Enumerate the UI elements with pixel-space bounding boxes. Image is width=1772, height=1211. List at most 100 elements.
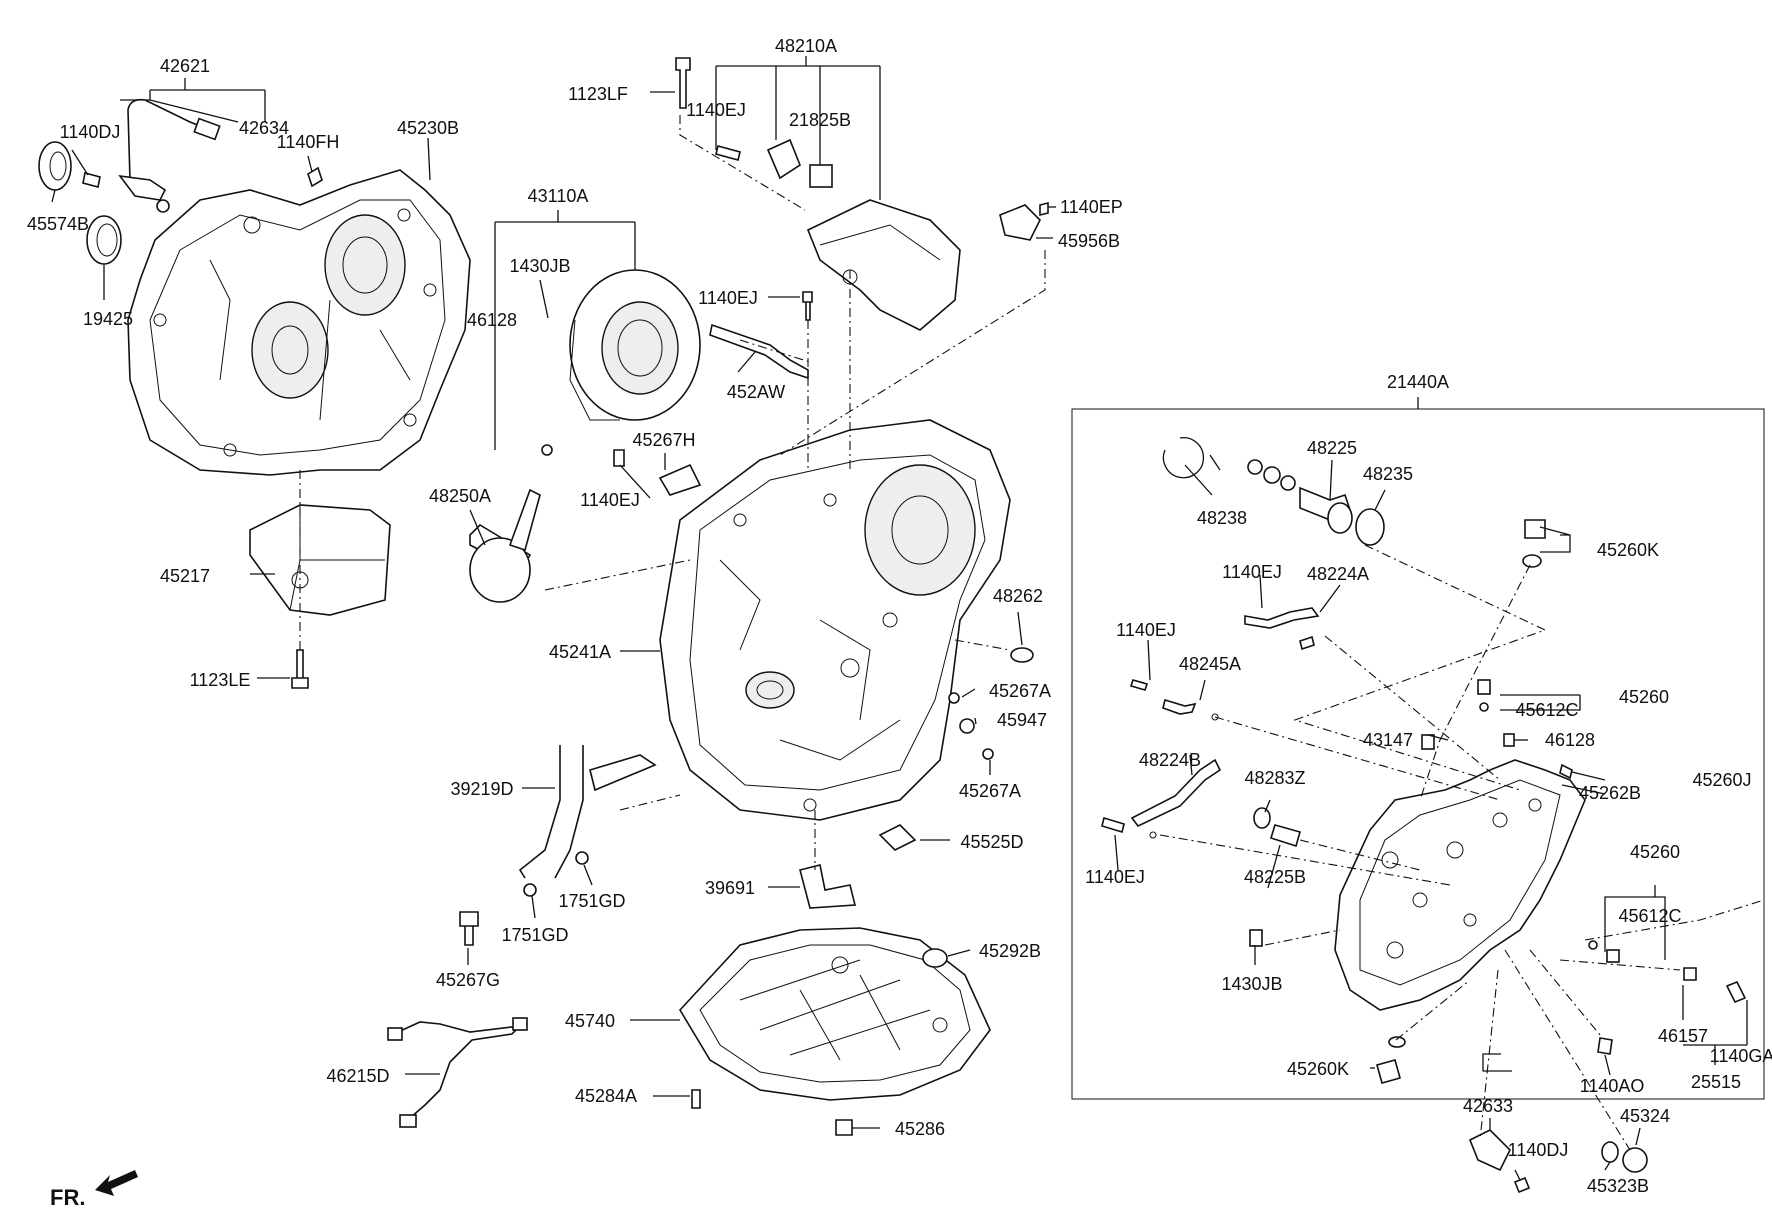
part-label: 1430JB — [1221, 974, 1282, 994]
plug-45324 — [1622, 1147, 1648, 1173]
part-label: 48210A — [775, 36, 837, 56]
part-label: 45612C — [1618, 906, 1681, 926]
part-label: 45260 — [1619, 687, 1669, 707]
o-ring — [156, 199, 170, 213]
part-label: 1140FH — [277, 132, 340, 152]
oil-tube-48224b — [1130, 758, 1222, 828]
part-label: 48235 — [1363, 464, 1413, 484]
bolt-1140dj — [82, 172, 101, 188]
harness-connector-b — [512, 1017, 528, 1031]
plug-46128 — [541, 444, 553, 456]
part-label: 45241A — [549, 642, 611, 662]
bolt-1123lf — [675, 57, 691, 109]
part-label: 45260K — [1287, 1059, 1349, 1079]
plug-48225b — [1270, 824, 1301, 848]
speed-sensor-42633 — [1468, 1129, 1511, 1172]
washer-1751gd-b — [523, 883, 537, 897]
part-label: 45947 — [997, 710, 1047, 730]
tube-bracket — [589, 754, 657, 792]
bolt-1140dj-lower — [1513, 1176, 1531, 1194]
cooler-tube-a — [518, 745, 561, 879]
cooler-tube-b — [554, 745, 584, 879]
bolt-1140ej-48245a — [1129, 679, 1149, 691]
manual-lever — [469, 537, 531, 603]
washer-1751gd-a — [575, 851, 589, 865]
seal-45260k-top — [1522, 554, 1542, 568]
part-label: 1140AO — [1580, 1076, 1645, 1096]
part-label: 39691 — [705, 878, 755, 898]
bolt-1140ao — [1597, 1037, 1613, 1055]
seal-48283z — [1253, 807, 1271, 829]
part-label: 45956B — [1058, 231, 1120, 251]
orientation-label: FR. — [50, 1185, 85, 1210]
part-label: 39219D — [450, 779, 513, 799]
transaxle-case-group — [459, 419, 1034, 946]
plug-45260j — [1559, 763, 1573, 780]
part-label: 1140DJ — [60, 122, 121, 142]
cover-plate — [658, 463, 702, 496]
pin-1430jb — [1249, 929, 1263, 947]
part-label: 45525D — [960, 832, 1023, 852]
o-ring-48235 — [1355, 508, 1385, 546]
part-label: 45267H — [632, 430, 695, 450]
part-label: 48283Z — [1244, 768, 1305, 788]
accumulator-plate — [1327, 502, 1353, 534]
front-arrow-icon — [95, 1170, 138, 1196]
part-label: 48238 — [1197, 508, 1247, 528]
speed-sensor-wire — [127, 98, 211, 181]
part-label: 45324 — [1620, 1106, 1670, 1126]
part-label: 1140EJ — [1116, 620, 1176, 640]
bracket-39691 — [799, 864, 857, 909]
seal-45612c-upper — [1479, 702, 1489, 712]
oil-pan-group — [387, 927, 991, 1136]
part-label: 25515 — [1691, 1072, 1741, 1092]
part-label: 45612C — [1515, 700, 1578, 720]
part-label: 452AW — [727, 382, 785, 402]
part-label: 45260K — [1597, 540, 1659, 560]
part-label: 42634 — [239, 118, 289, 138]
accumulator-seal-c — [1280, 475, 1296, 491]
drain-plug-45267g — [459, 911, 479, 946]
part-label: 48250A — [429, 486, 491, 506]
harness-connector-a — [387, 1027, 403, 1041]
part-label: 48245A — [1179, 654, 1241, 674]
part-label: 48225 — [1307, 438, 1357, 458]
part-label: 48262 — [993, 586, 1043, 606]
plug-45260k-top — [1524, 519, 1546, 539]
part-label: 48224B — [1139, 750, 1201, 770]
plug-45260-lower — [1606, 949, 1620, 963]
bolt-1140ej-48224b — [1101, 816, 1125, 834]
bolt-1140ga — [1725, 980, 1747, 1004]
accumulator-seal-b — [1263, 466, 1281, 484]
part-labels: 42621 42634 1140DJ 1140FH 45230B 45574B … — [27, 36, 1772, 1196]
oil-pump-group — [541, 57, 1049, 496]
shift-lever-housing — [806, 199, 961, 331]
part-label: 45323B — [1587, 1176, 1649, 1196]
bushing-21825b — [809, 164, 833, 188]
part-label: 1140EJ — [1222, 562, 1282, 582]
part-label: 46157 — [1658, 1026, 1708, 1046]
bolt-1140fh — [307, 166, 323, 188]
plug-43147 — [1421, 734, 1435, 750]
bolt-46157 — [1683, 967, 1697, 981]
part-label: 45574B — [27, 214, 89, 234]
part-label: 1140DJ — [1508, 1140, 1569, 1160]
part-label: 19425 — [83, 309, 133, 329]
part-label: 45284A — [575, 1086, 637, 1106]
part-label: 1123LF — [568, 84, 628, 104]
transaxle-case — [659, 419, 1011, 821]
part-label: 46215D — [326, 1066, 389, 1086]
part-label: 46128 — [1545, 730, 1595, 750]
part-label: 21440A — [1387, 372, 1449, 392]
part-label: 42633 — [1463, 1096, 1513, 1116]
oil-pan — [679, 927, 991, 1101]
harness-connector-c — [399, 1114, 417, 1128]
part-label: 48225B — [1244, 867, 1306, 887]
part-label: 1430JB — [509, 256, 570, 276]
part-label: 1140EJ — [698, 288, 758, 308]
part-label: 45262B — [1579, 783, 1641, 803]
part-label: 42621 — [160, 56, 210, 76]
plug-46128-right — [1503, 733, 1515, 747]
shift-cable-bracket — [766, 138, 801, 180]
part-label: 45740 — [565, 1011, 615, 1031]
